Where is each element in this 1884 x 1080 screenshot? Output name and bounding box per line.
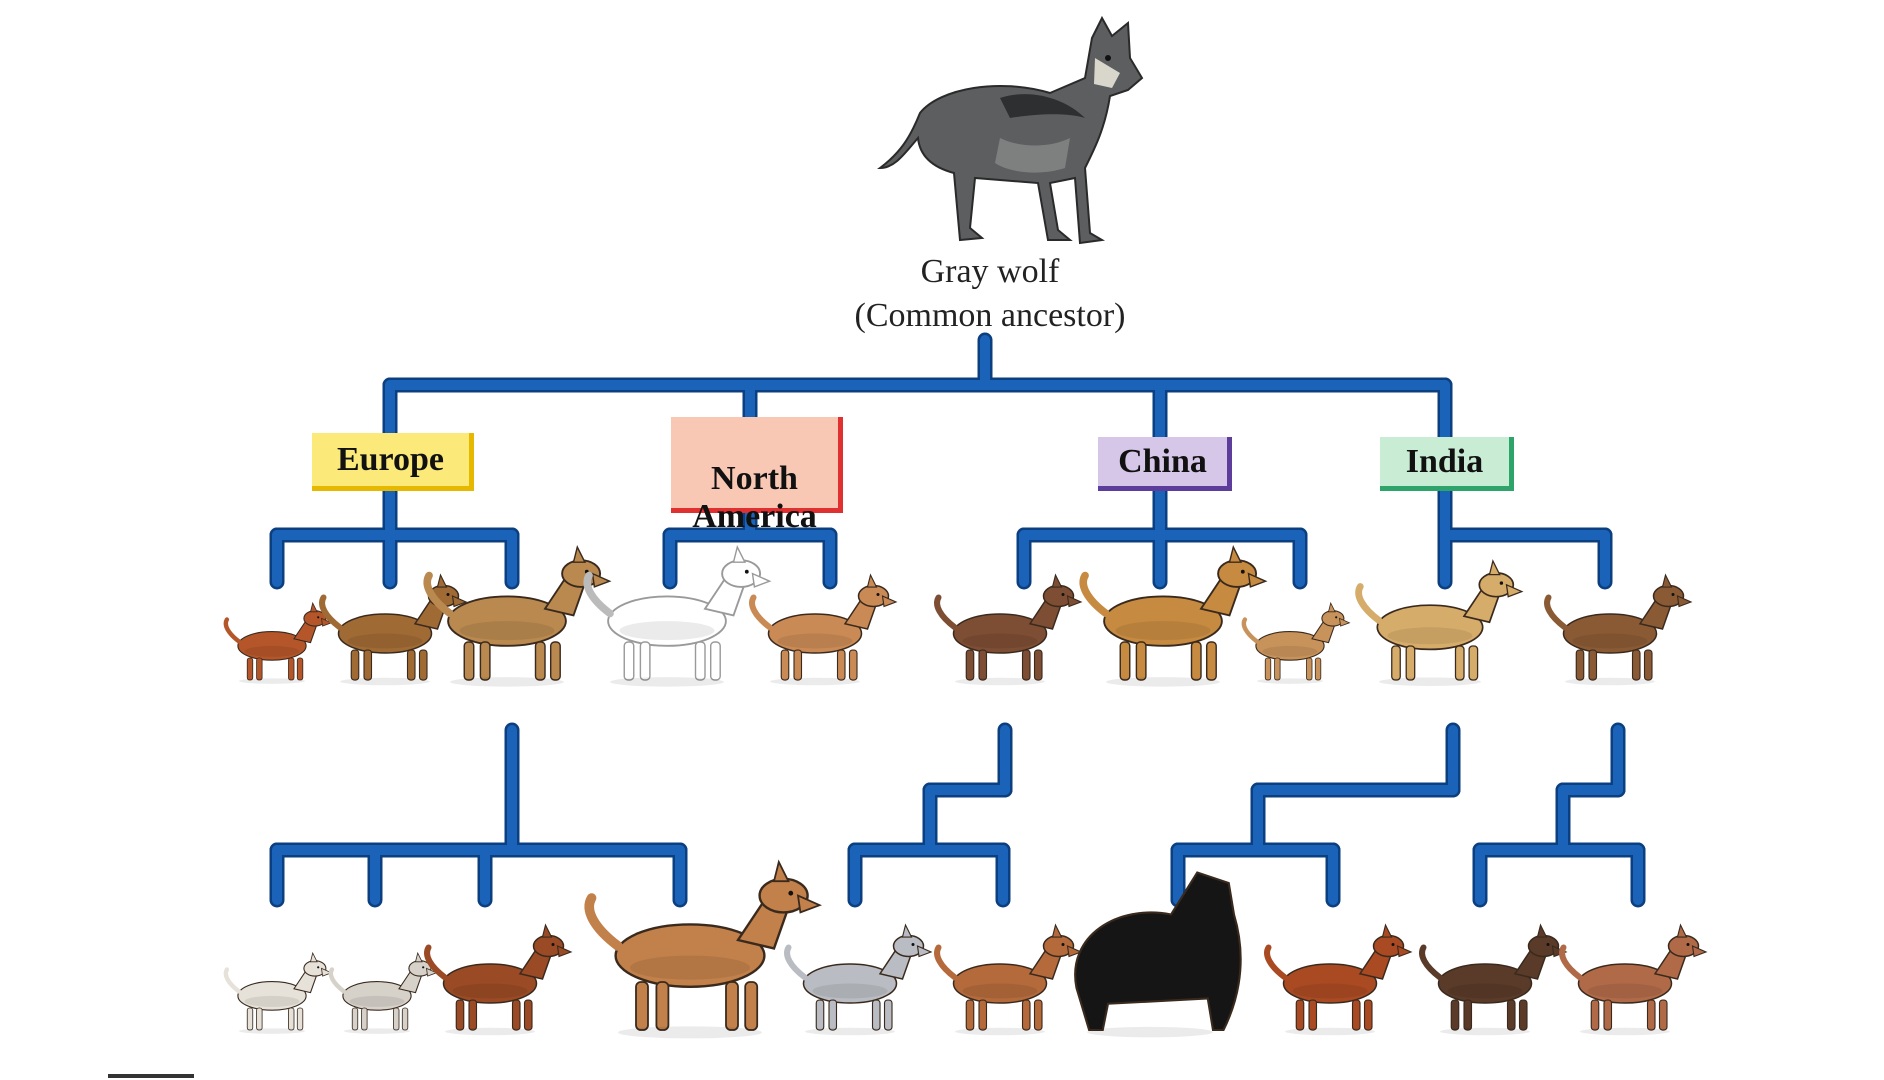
pekingese-icon bbox=[1241, 601, 1351, 684]
mastiff-icon bbox=[423, 544, 612, 687]
great-dane-icon bbox=[584, 859, 822, 1039]
region-label-india: India bbox=[1380, 437, 1514, 491]
branch-lines bbox=[269, 332, 1646, 908]
region-label-europe: Europe bbox=[312, 433, 474, 491]
footer-bar bbox=[108, 1074, 194, 1078]
dingo-icon bbox=[934, 573, 1083, 686]
gray-wolf-illustration bbox=[876, 15, 1144, 245]
pointer-icon bbox=[1419, 923, 1568, 1036]
samoyed-icon bbox=[583, 544, 772, 687]
region-label-text: China bbox=[1118, 443, 1207, 480]
airedale-icon bbox=[319, 573, 468, 686]
village-dog-icon bbox=[934, 923, 1083, 1036]
bloodhound-icon bbox=[1544, 573, 1693, 686]
gray-wolf-icon bbox=[876, 15, 1144, 245]
root-label: Gray wolf (Common ancestor) bbox=[780, 250, 1200, 338]
pug-icon bbox=[223, 951, 333, 1034]
husky-icon bbox=[784, 923, 933, 1036]
brittany-icon bbox=[1559, 923, 1708, 1036]
region-label-text: North America bbox=[692, 460, 817, 535]
saluki-icon bbox=[1355, 559, 1524, 686]
saint-bernard-icon bbox=[424, 923, 573, 1036]
bulldog-icon bbox=[328, 951, 438, 1034]
spaniel-icon bbox=[1264, 923, 1413, 1036]
region-label-north-america: North America bbox=[671, 417, 843, 535]
region-label-text: Europe bbox=[336, 441, 445, 478]
region-label-china: China bbox=[1098, 437, 1232, 491]
region-label-text: India bbox=[1405, 443, 1484, 480]
root-subtitle: (Common ancestor) bbox=[854, 297, 1126, 335]
root-name: Gray wolf bbox=[920, 253, 1060, 290]
shiba-icon bbox=[749, 573, 898, 686]
dog-illustrations bbox=[223, 544, 1708, 1039]
chow-chow-icon bbox=[1079, 544, 1268, 687]
pomeranian-icon bbox=[223, 601, 333, 684]
afghan-hound-icon bbox=[1074, 871, 1242, 1038]
